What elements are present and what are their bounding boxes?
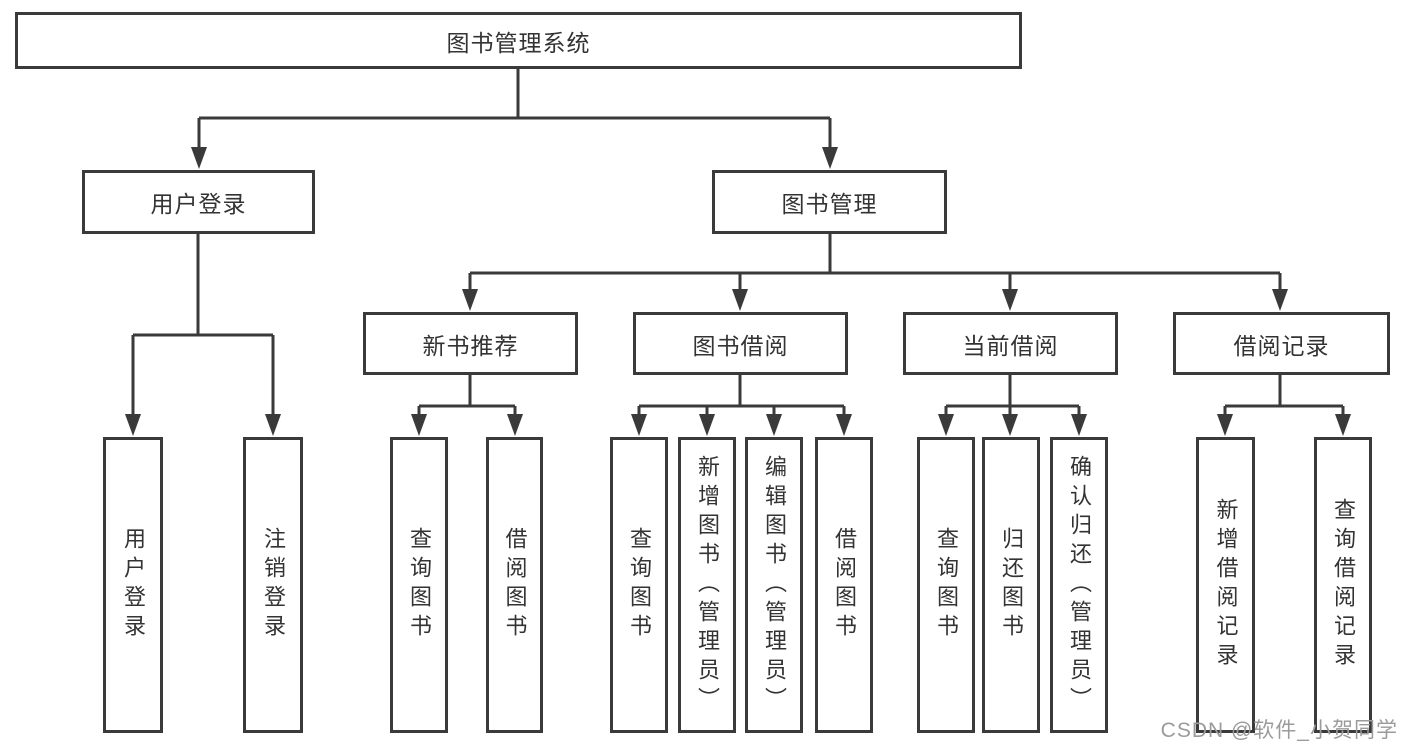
node-leaf-user-login: 用户登录 [103, 437, 163, 733]
node-leaf-add-books-admin: 新增图书（管理员） [678, 437, 736, 733]
node-leaf-add-borrow-record: 新增借阅记录 [1196, 437, 1255, 733]
connector-user-login [133, 234, 273, 337]
node-library-system: 图书管理系统 [15, 12, 1022, 69]
node-leaf-return-books: 归还图书 [982, 437, 1040, 733]
node-new-book-recommend: 新书推荐 [363, 312, 578, 375]
arrowhead-icon [1071, 414, 1087, 436]
arrowhead-icon [125, 414, 141, 436]
arrowhead-icon [732, 289, 748, 311]
node-leaf-edit-books-admin: 编辑图书（管理员） [745, 437, 803, 733]
arrowhead-icon [631, 414, 647, 436]
connector-book-borrowing [639, 375, 844, 408]
arrowhead-icon [699, 414, 715, 436]
arrowhead-icon [766, 414, 782, 436]
arrowhead-icon [462, 289, 478, 311]
node-leaf-query-books-borrowing: 查询图书 [610, 437, 668, 733]
connector-root [199, 69, 830, 120]
arrowhead-icon [411, 414, 427, 436]
arrowhead-icon [191, 147, 207, 169]
arrowhead-icon [1335, 414, 1351, 436]
node-leaf-borrow-books-recommend: 借阅图书 [486, 437, 543, 733]
arrowhead-icon [822, 147, 838, 169]
node-book-borrowing: 图书借阅 [633, 312, 848, 375]
connector-borrowing-records [1225, 375, 1343, 408]
node-leaf-confirm-return-admin: 确认归还（管理员） [1050, 437, 1108, 733]
arrowhead-icon [836, 414, 852, 436]
arrowhead-icon [507, 414, 523, 436]
node-leaf-query-books-current: 查询图书 [917, 437, 975, 733]
node-leaf-logout: 注销登录 [243, 437, 303, 733]
node-current-borrowing: 当前借阅 [903, 312, 1118, 375]
arrowhead-icon [1272, 289, 1288, 311]
csdn-watermark: CSDN @软件_小贺同学 [1160, 719, 1398, 742]
arrowhead-icon [1002, 414, 1018, 436]
node-leaf-borrow-books: 借阅图书 [815, 437, 873, 733]
node-user-login: 用户登录 [82, 170, 315, 234]
connector-current-borrowing [946, 375, 1079, 408]
node-borrowing-records: 借阅记录 [1173, 312, 1390, 375]
arrowhead-icon [265, 414, 281, 436]
arrowhead-icon [1217, 414, 1233, 436]
node-leaf-query-books-recommend: 查询图书 [390, 437, 448, 733]
node-leaf-query-borrow-record: 查询借阅记录 [1314, 437, 1372, 733]
node-book-management: 图书管理 [712, 170, 947, 234]
arrowhead-icon [1002, 289, 1018, 311]
connector-book-management [470, 234, 1280, 275]
arrowhead-icon [938, 414, 954, 436]
connector-new-book-recommend [419, 375, 515, 408]
